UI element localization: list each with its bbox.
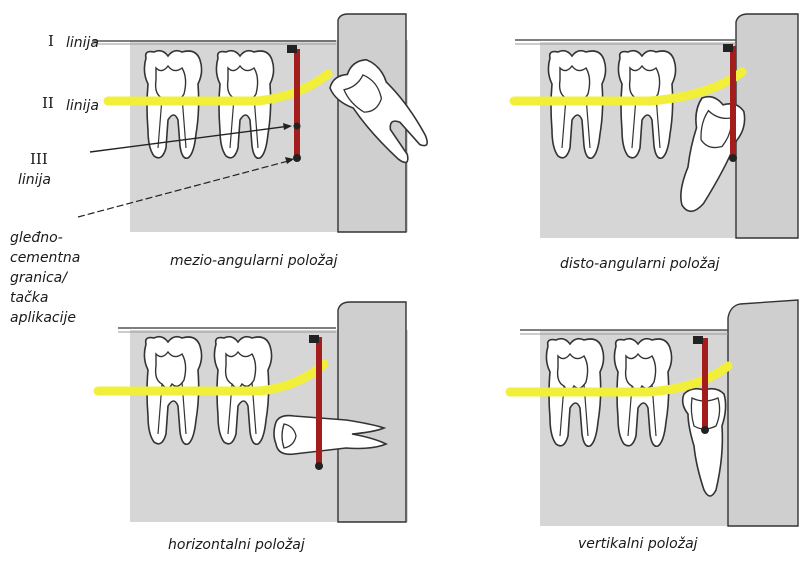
ramus: [736, 14, 798, 238]
cej-label-line: gleđno-: [10, 228, 120, 248]
line-1-roman: I: [48, 32, 54, 50]
panel-vertical: [510, 300, 798, 526]
ramus: [728, 300, 798, 526]
cej-label-line: aplikacije: [10, 308, 120, 328]
cej-label-line: cementna: [10, 248, 120, 268]
cej-label-line: granica/: [10, 268, 120, 288]
line-3-label: linija: [18, 170, 51, 190]
caption-mesioangular: mezio-angularni položaj: [170, 253, 337, 269]
cej-label: gleđno- cementna granica/ tačka aplikaci…: [10, 228, 120, 328]
ramus: [338, 302, 406, 522]
line-2-roman: II: [42, 94, 54, 112]
caption-distoangular: disto-angularni položaj: [560, 256, 720, 272]
cej-label-line: tačka: [10, 288, 120, 308]
caption-vertical: vertikalni položaj: [578, 536, 698, 552]
panel-horizontal: [98, 302, 408, 522]
panel-distoangular: [514, 14, 798, 238]
panel-mesioangular: [78, 14, 435, 232]
line-2-label: linija: [66, 96, 99, 116]
line-3-roman: III: [30, 150, 48, 168]
caption-horizontal: horizontalni položaj: [168, 537, 305, 553]
line-1-label: linija: [66, 33, 99, 53]
